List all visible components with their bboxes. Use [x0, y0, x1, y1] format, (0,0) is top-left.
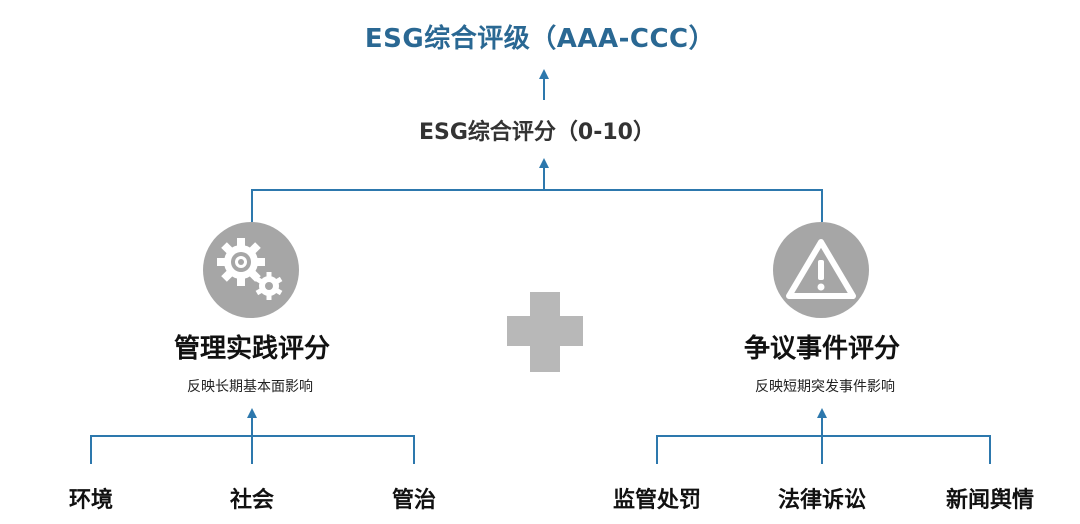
leaf-social: 社会: [229, 488, 275, 513]
leaf-governance: 管治: [391, 488, 437, 513]
management-score-title: 管理实践评分: [173, 334, 331, 364]
leaf-news-sentiment: 新闻舆情: [945, 488, 1035, 513]
leaf-legal-litigation: 法律诉讼: [777, 488, 867, 513]
rating-title: ESG综合评级（AAA-CCC）: [364, 24, 716, 54]
gears-icon: [203, 222, 299, 318]
score-title: ESG综合评分（0-10）: [419, 120, 655, 145]
warning-icon: [773, 222, 869, 318]
leaf-environment: 环境: [68, 488, 114, 513]
branch-connector-top: [251, 189, 823, 222]
ctrv-leaf-connector: [656, 435, 991, 464]
controversy-score-title: 争议事件评分: [743, 334, 901, 364]
management-score-description: 反映长期基本面影响: [187, 379, 313, 395]
leaf-regulatory-penalties: 监管处罚: [612, 488, 702, 513]
controversy-score-description: 反映短期突发事件影响: [755, 379, 895, 395]
